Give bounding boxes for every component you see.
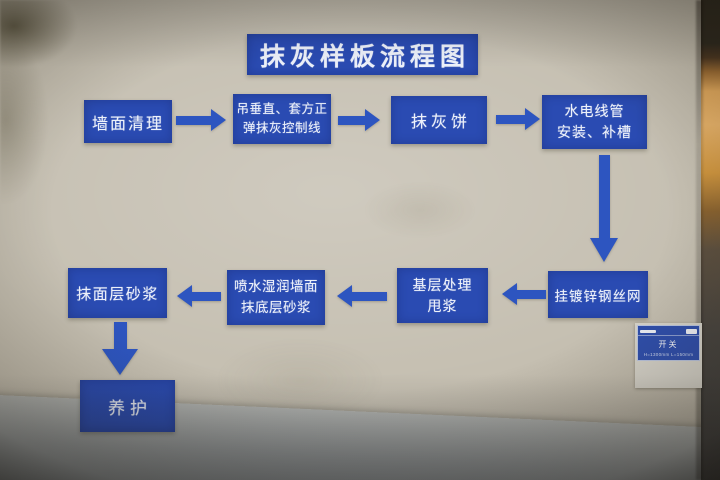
flowchart-title: 抹灰样板流程图	[259, 42, 470, 71]
flow-step-galvanized-wire-mesh: 挂镀锌钢丝网	[548, 271, 648, 318]
flow-step-label: 抹灰饼	[410, 114, 471, 131]
flow-step-label: 喷水湿润墙面	[234, 279, 318, 295]
arrow-left-icon	[502, 283, 546, 305]
flow-step-surface-mortar: 抹面层砂浆	[68, 268, 167, 318]
flow-step-label: 养护	[108, 398, 152, 418]
arrow-down-icon	[102, 322, 138, 375]
arrow-left-icon	[337, 285, 387, 307]
switch-sign-label: 开关	[658, 340, 679, 349]
flow-step-curing: 养护	[80, 380, 175, 432]
flow-step-label: 墙面清理	[91, 115, 164, 133]
switch-sign-header	[638, 326, 699, 336]
flow-step-label: 弹抹灰控制线	[242, 121, 321, 135]
flow-step-label: 安装、补槽	[557, 124, 632, 140]
company-logo-icon	[640, 329, 656, 333]
sign-badge-icon	[686, 328, 697, 334]
flow-step-wall-cleaning: 墙面清理	[84, 100, 172, 143]
arrow-down-icon	[590, 155, 618, 262]
flowchart-title-sign: 抹灰样板流程图	[247, 34, 478, 75]
flow-step-label: 水电线管	[564, 103, 625, 119]
flow-step-label: 抹面层砂浆	[76, 285, 159, 303]
flow-step-hang-vertical-control-lines: 吊垂直、套方正 弹抹灰控制线	[233, 94, 331, 144]
arrow-left-icon	[177, 285, 221, 307]
flow-step-wet-wall-base-mortar: 喷水湿润墙面 抹底层砂浆	[227, 270, 325, 325]
flow-step-label: 抹底层砂浆	[241, 299, 311, 315]
wall-corner-shadow	[696, 0, 703, 480]
arrow-right-icon	[338, 109, 380, 131]
arrow-right-icon	[176, 109, 226, 131]
doorway-light	[701, 0, 720, 480]
flow-step-label: 基层处理	[412, 277, 473, 294]
flow-step-mep-conduit-install: 水电线管 安装、补槽	[542, 95, 647, 149]
switch-sign-dimensions: H=1300mm L=150mm	[643, 352, 694, 357]
arrow-right-icon	[496, 108, 540, 130]
flow-step-label: 甩浆	[427, 297, 458, 314]
flow-step-label: 挂镀锌钢丝网	[554, 288, 642, 304]
switch-sign-plate: 开关 H=1300mm L=150mm	[637, 325, 700, 361]
flow-step-plaster-cakes: 抹灰饼	[391, 96, 487, 144]
switch-position-sign: 开关 H=1300mm L=150mm	[635, 323, 702, 388]
flow-step-base-layer-treatment: 基层处理 甩浆	[397, 268, 488, 323]
flow-step-label: 吊垂直、套方正	[236, 102, 328, 117]
